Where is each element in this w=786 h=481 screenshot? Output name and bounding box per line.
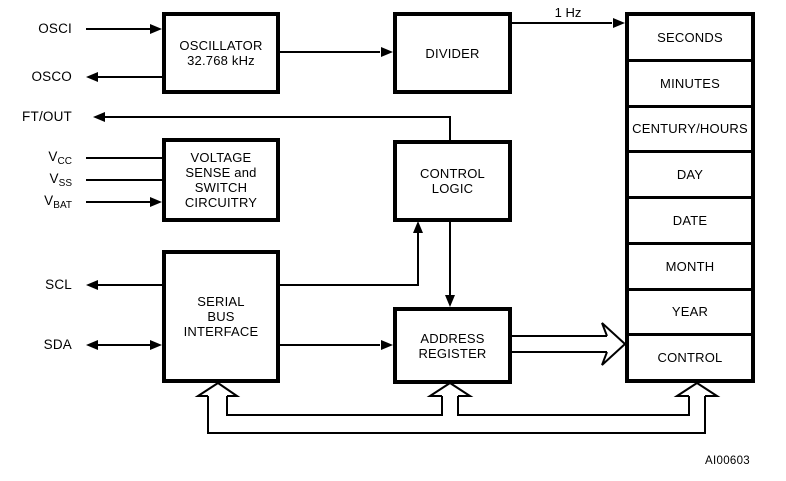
arrowhead-sda-right-icon bbox=[150, 340, 162, 350]
arrowhead-ftout-icon bbox=[93, 112, 105, 122]
bus-ar-stack-head-icon bbox=[601, 322, 627, 366]
block-divider: DIVIDER bbox=[393, 12, 512, 94]
pin-vbat-sub: BAT bbox=[53, 200, 72, 211]
block-address-register: ADDRESS REGISTER bbox=[393, 307, 512, 384]
figure-code: AI00603 bbox=[650, 455, 750, 467]
figure-code-text: AI00603 bbox=[705, 455, 750, 467]
pin-vss-base: V bbox=[49, 171, 59, 186]
arrowhead-sbi-ar-icon bbox=[381, 340, 393, 350]
arrowhead-osco-icon bbox=[86, 72, 98, 82]
register-cell-month: MONTH bbox=[629, 241, 751, 288]
arrowhead-1hz-icon bbox=[613, 18, 625, 28]
register-date-label: DATE bbox=[672, 212, 708, 228]
block-oscillator-line2: 32.768 kHz bbox=[187, 53, 255, 68]
pin-vcc-base: V bbox=[48, 149, 58, 164]
block-serial-bus-interface: SERIAL BUS INTERFACE bbox=[162, 250, 280, 383]
pin-osco-text: OSCO bbox=[31, 69, 72, 84]
register-cell-year: YEAR bbox=[629, 287, 751, 334]
block-voltage-line2: SENSE and bbox=[185, 165, 257, 180]
block-voltage-sense: VOLTAGE SENSE and SWITCH CIRCUITRY bbox=[162, 138, 280, 222]
pin-label-vcc: VCC bbox=[2, 149, 72, 167]
block-address-register-line1: ADDRESS bbox=[420, 330, 485, 346]
block-voltage-line3: SWITCH bbox=[194, 180, 248, 195]
register-century-hours-label: CENTURY/HOURS bbox=[632, 121, 748, 137]
pin-label-vss: VSS bbox=[2, 171, 72, 189]
pin-osci-text: OSCI bbox=[38, 21, 72, 36]
pin-label-scl: SCL bbox=[2, 277, 72, 293]
block-oscillator-line1: OSCILLATOR bbox=[179, 38, 263, 53]
register-month-label: MONTH bbox=[665, 258, 715, 274]
pin-label-vbat: VBAT bbox=[2, 193, 72, 211]
bus-line-sbi-to-ar bbox=[226, 396, 443, 416]
register-day-label: DAY bbox=[676, 167, 704, 183]
register-cell-century-hours: CENTURY/HOURS bbox=[629, 104, 751, 151]
register-cell-seconds: SECONDS bbox=[629, 16, 751, 59]
pin-label-osco: OSCO bbox=[2, 69, 72, 85]
pin-label-sda: SDA bbox=[2, 337, 72, 353]
block-serial-bus-line3: INTERFACE bbox=[183, 324, 259, 339]
block-serial-bus-line2: BUS bbox=[207, 309, 235, 324]
register-cell-date: DATE bbox=[629, 196, 751, 242]
arrowhead-sda-left-icon bbox=[86, 340, 98, 350]
block-voltage-line4: CIRCUITRY bbox=[184, 195, 258, 210]
pin-label-osci: OSCI bbox=[2, 21, 72, 37]
block-serial-bus-line1: SERIAL bbox=[197, 294, 245, 309]
block-voltage-line1: VOLTAGE bbox=[190, 150, 252, 165]
block-oscillator: OSCILLATOR 32.768 kHz bbox=[162, 12, 280, 94]
register-cell-minutes: MINUTES bbox=[629, 58, 751, 105]
register-cell-control: CONTROL bbox=[629, 333, 751, 379]
wire-ftout bbox=[104, 116, 451, 140]
bus-up-arrow-stack-icon bbox=[673, 381, 721, 397]
bus-line-outer bbox=[207, 396, 706, 434]
block-control-logic-line2: LOGIC bbox=[431, 181, 474, 196]
block-divider-line1: DIVIDER bbox=[425, 45, 480, 61]
pin-vss-sub: SS bbox=[58, 178, 72, 189]
register-seconds-label: SECONDS bbox=[657, 29, 723, 45]
pin-vcc-sub: CC bbox=[57, 156, 72, 167]
register-year-label: YEAR bbox=[671, 304, 709, 320]
arrowhead-scl-icon bbox=[86, 280, 98, 290]
pin-label-ftout: FT/OUT bbox=[2, 109, 72, 125]
bus-line-ar-to-stack bbox=[457, 396, 690, 416]
arrowhead-vbat-icon bbox=[150, 197, 162, 207]
pin-ftout-text: FT/OUT bbox=[22, 109, 72, 124]
arrowhead-controllogic-ar-icon bbox=[445, 295, 455, 307]
register-cell-day: DAY bbox=[629, 150, 751, 196]
block-control-logic: CONTROL LOGIC bbox=[393, 140, 512, 222]
arrowhead-sbi-controllogic-icon bbox=[413, 221, 423, 233]
register-stack: SECONDS MINUTES CENTURY/HOURS DAY DATE M… bbox=[625, 12, 755, 383]
frequency-label-text: 1 Hz bbox=[554, 5, 582, 20]
pin-vbat-base: V bbox=[44, 193, 54, 208]
pin-sda-text: SDA bbox=[43, 337, 72, 352]
bus-up-arrow-ar-icon bbox=[426, 381, 474, 397]
block-control-logic-line1: CONTROL bbox=[420, 166, 485, 181]
register-minutes-label: MINUTES bbox=[660, 75, 720, 91]
bus-up-arrow-sbi-icon bbox=[194, 381, 241, 397]
register-control-label: CONTROL bbox=[657, 350, 723, 366]
pin-scl-text: SCL bbox=[45, 277, 72, 292]
block-address-register-line2: REGISTER bbox=[418, 345, 487, 361]
arrowhead-divider-icon bbox=[381, 47, 393, 57]
frequency-label: 1 Hz bbox=[530, 5, 606, 20]
wire-sbi-controllogic bbox=[280, 233, 419, 286]
arrowhead-osci-icon bbox=[150, 24, 162, 34]
